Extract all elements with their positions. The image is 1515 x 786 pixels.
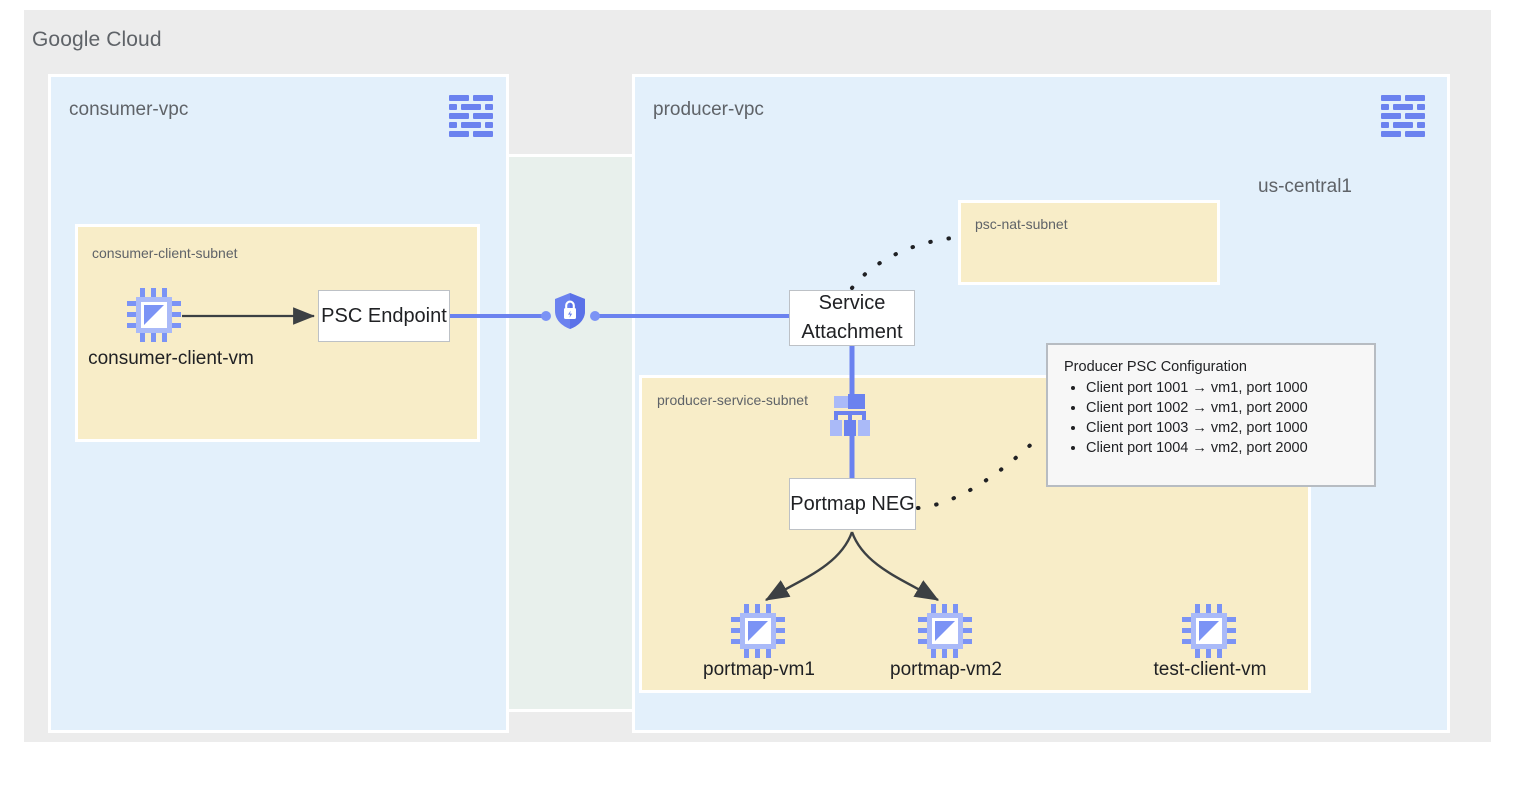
consumer-client-subnet-label: consumer-client-subnet: [92, 245, 238, 261]
service-attachment-line2: Attachment: [801, 321, 903, 343]
list-item: Client port 1002 → vm1, port 2000: [1086, 398, 1358, 418]
psc-nat-subnet-label: psc-nat-subnet: [975, 216, 1068, 232]
psc-endpoint-box[interactable]: PSC Endpoint: [318, 290, 450, 342]
test-client-vm-label: test-client-vm: [1153, 659, 1267, 680]
vm-instance-icon: [1182, 604, 1236, 658]
region-label: us-central1: [1258, 176, 1352, 197]
consumer-client-vm-label: consumer-client-vm: [88, 348, 254, 369]
callout-title: Producer PSC Configuration: [1064, 359, 1247, 375]
vm-instance-icon: [127, 288, 181, 342]
region-band-gap: [509, 154, 633, 712]
consumer-vpc-label: consumer-vpc: [69, 99, 189, 120]
producer-vpc-label: producer-vpc: [653, 99, 764, 120]
load-balancer-icon: [828, 392, 876, 436]
vpc-network-icon: [1381, 95, 1425, 137]
list-item: Client port 1001 → vm1, port 1000: [1086, 378, 1358, 398]
vm-instance-icon: [731, 604, 785, 658]
service-attachment-line1: Service: [818, 292, 886, 314]
vm-instance-icon: [918, 604, 972, 658]
producer-psc-configuration-callout: Producer PSC Configuration Client port 1…: [1046, 343, 1376, 487]
portmap-neg-box[interactable]: Portmap NEG: [789, 478, 916, 530]
page-title: Google Cloud: [32, 28, 162, 51]
service-attachment-box[interactable]: Service Attachment: [789, 290, 915, 346]
list-item: Client port 1003 → vm2, port 1000: [1086, 418, 1358, 438]
shield-lock-icon: [553, 292, 587, 330]
portmap-vm2-label: portmap-vm2: [890, 659, 1002, 680]
list-item: Client port 1004 → vm2, port 2000: [1086, 438, 1358, 458]
producer-service-subnet-label: producer-service-subnet: [657, 392, 808, 408]
vpc-network-icon: [449, 95, 493, 137]
portmap-vm1-label: portmap-vm1: [703, 659, 815, 680]
callout-list: Client port 1001 → vm1, port 1000 Client…: [1064, 378, 1358, 459]
psc-nat-subnet: [958, 200, 1220, 285]
